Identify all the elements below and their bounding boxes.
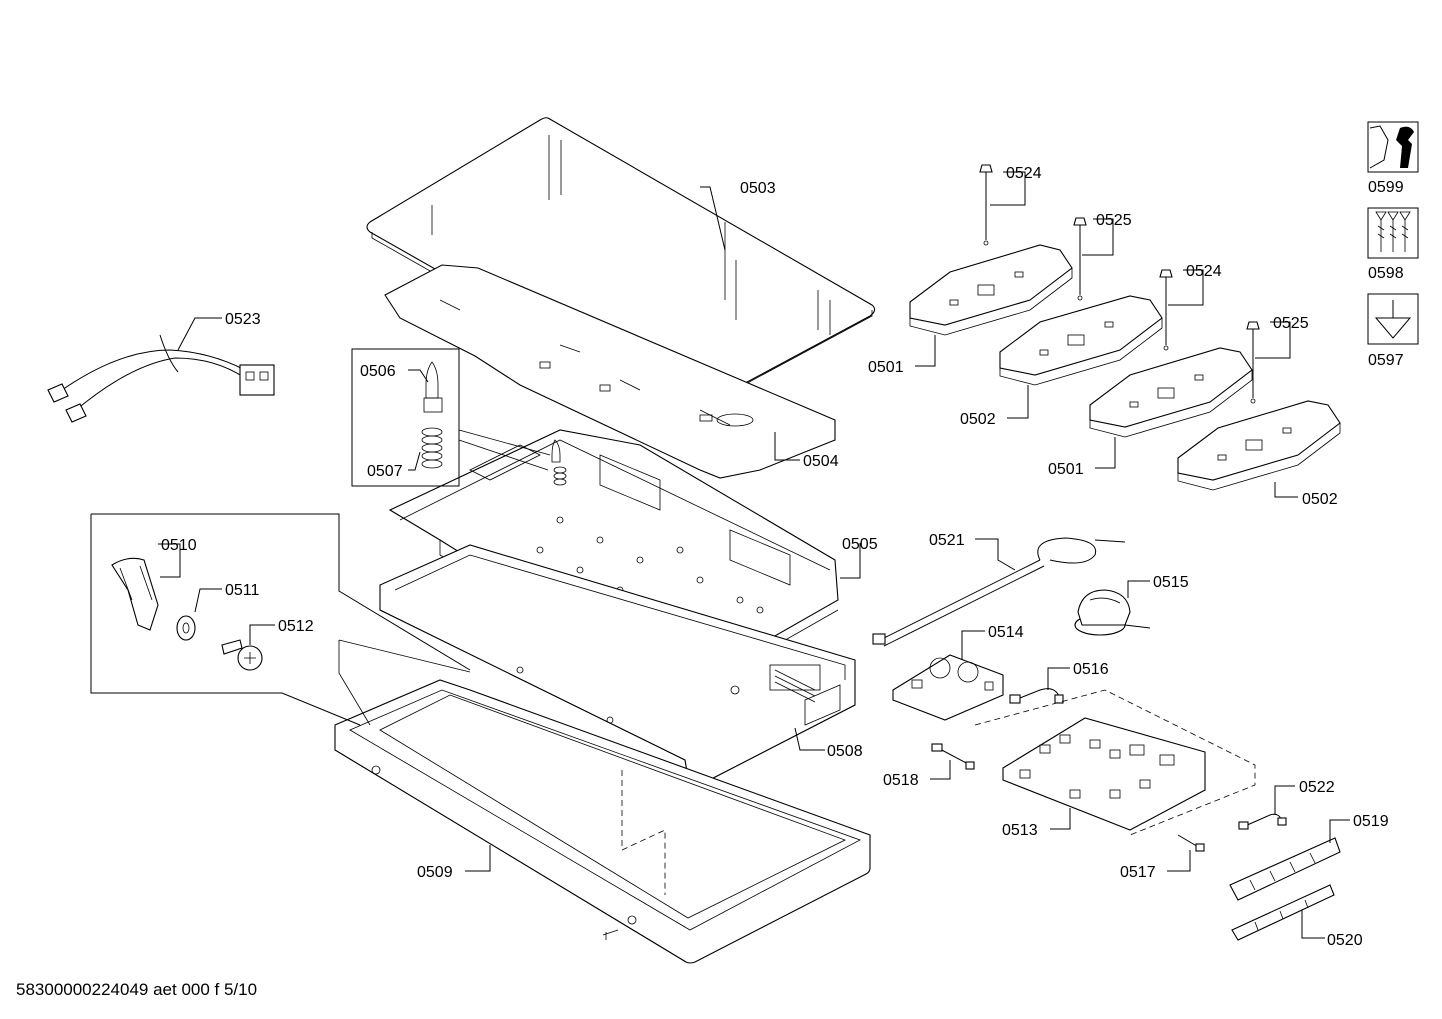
label-0508: 0508 <box>827 743 863 760</box>
label-0524-b: 0524 <box>1186 263 1222 280</box>
wrench-icon <box>1367 121 1419 173</box>
label-0518: 0518 <box>883 772 919 789</box>
part-0521-sensor-cable <box>872 537 1126 647</box>
part-0523-wiring-harness <box>47 334 275 423</box>
label-0511: 0511 <box>225 582 260 599</box>
bolt-0525-a <box>1073 217 1087 301</box>
label-0522: 0522 <box>1299 779 1335 796</box>
label-0598: 0598 <box>1368 265 1404 282</box>
label-0520: 0520 <box>1327 932 1363 949</box>
label-0510: 0510 <box>161 537 197 554</box>
leader-lines <box>158 171 1350 939</box>
screws-icon <box>1367 207 1419 259</box>
part-0502-heating-zone-b <box>1177 400 1341 491</box>
label-0502-a: 0502 <box>960 411 996 428</box>
label-0514: 0514 <box>988 624 1024 641</box>
label-0517: 0517 <box>1120 864 1156 881</box>
label-0516: 0516 <box>1073 661 1109 678</box>
label-0599: 0599 <box>1368 179 1404 196</box>
label-0513: 0513 <box>1002 822 1038 839</box>
label-0523: 0523 <box>225 311 261 328</box>
part-0502-heating-zone-a <box>999 295 1163 386</box>
label-0525-a: 0525 <box>1096 212 1132 229</box>
label-0512: 0512 <box>278 618 314 635</box>
label-0505: 0505 <box>842 536 878 553</box>
label-0521: 0521 <box>929 532 965 549</box>
bolt-0524-b <box>1159 269 1173 351</box>
part-0501-heating-zone-b <box>1089 347 1253 438</box>
part-0504-insulation-sheet <box>384 264 836 479</box>
callout-box-0506-0507 <box>351 348 567 487</box>
part-0508-housing <box>379 544 856 791</box>
label-0524-a: 0524 <box>1006 165 1042 182</box>
bolt-0525-b <box>1246 321 1260 404</box>
label-0504: 0504 <box>803 453 839 470</box>
screwdriver-icon <box>1367 293 1419 345</box>
label-0501-b: 0501 <box>1048 461 1084 478</box>
label-0501-a: 0501 <box>868 359 904 376</box>
part-0516-cable <box>1009 688 1064 704</box>
part-0514-power-board <box>892 654 1004 721</box>
part-0522-cable <box>1238 813 1287 830</box>
label-0525-b: 0525 <box>1273 315 1309 332</box>
part-0501-heating-zone-a <box>909 244 1073 336</box>
label-0503: 0503 <box>740 180 776 197</box>
part-0519-connector-strip <box>1229 837 1341 901</box>
part-0520-connector-strip <box>1231 884 1335 941</box>
part-0518-cable <box>931 743 975 770</box>
label-0506: 0506 <box>360 363 396 380</box>
part-0515-fan <box>1074 589 1151 636</box>
bolt-0524-a <box>979 164 993 246</box>
drawing-reference-number: 58300000224049 aet 000 f 5/10 <box>16 980 258 999</box>
part-0517-cable <box>1177 834 1205 852</box>
callout-box-0510-0512 <box>90 513 471 726</box>
label-0507: 0507 <box>367 463 403 480</box>
label-0515: 0515 <box>1153 574 1189 591</box>
part-labels: 0503 0523 0506 0507 0504 0505 0510 0511 … <box>161 165 1404 949</box>
label-0502-b: 0502 <box>1302 491 1338 508</box>
part-0513-control-board <box>974 689 1256 836</box>
label-0597: 0597 <box>1368 352 1404 369</box>
part-0509-frame <box>334 679 871 964</box>
label-0509: 0509 <box>417 864 453 881</box>
label-0519: 0519 <box>1353 813 1389 830</box>
alignment-line <box>621 770 666 895</box>
